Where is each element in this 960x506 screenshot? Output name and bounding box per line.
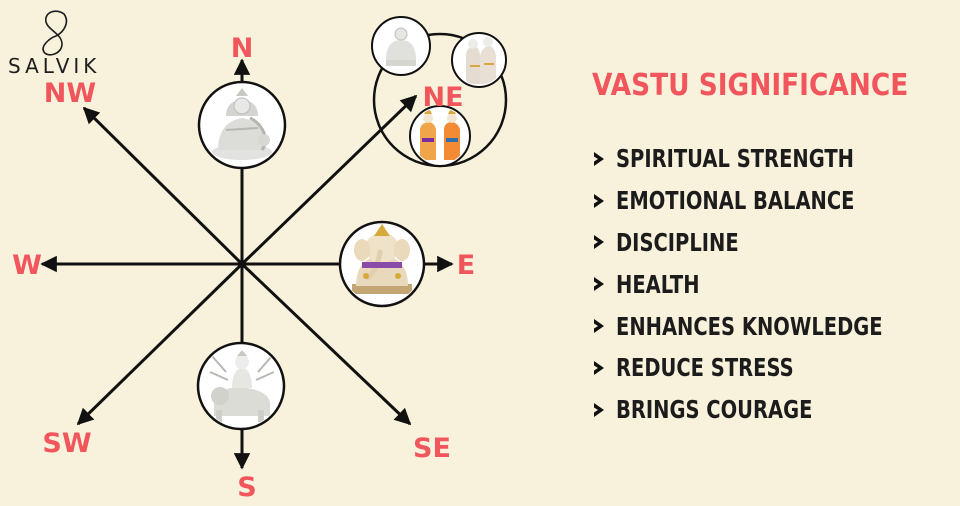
list-item: ENHANCES KNOWLEDGE xyxy=(592,305,958,347)
arrow-south-west xyxy=(76,262,244,426)
saraswati-idol-icon xyxy=(197,80,287,170)
benefit-list: SPIRITUAL STRENGTH EMOTIONAL BALANCE DIS… xyxy=(592,138,958,431)
list-item: EMOTIONAL BALANCE xyxy=(592,180,958,222)
list-item: HEALTH xyxy=(592,263,958,305)
direction-label-east: E xyxy=(457,250,475,281)
buddha-idol-icon xyxy=(371,16,431,76)
chevron-right-icon xyxy=(594,402,604,417)
list-item: REDUCE STRESS xyxy=(592,347,958,389)
benefit-label: SPIRITUAL STRENGTH xyxy=(616,144,854,174)
benefit-label: ENHANCES KNOWLEDGE xyxy=(616,311,883,341)
chevron-right-icon xyxy=(594,277,604,292)
brand-logo: SALVIK xyxy=(8,4,98,84)
direction-label-south-west: SW xyxy=(42,428,91,459)
chevron-right-icon xyxy=(594,193,604,208)
radha-krishna-idol-icon xyxy=(451,32,507,88)
brand-name: SALVIK xyxy=(8,54,101,78)
arrow-north-west xyxy=(82,106,244,266)
direction-label-west: W xyxy=(12,250,42,281)
script-s-logo-icon xyxy=(42,10,68,56)
list-item: BRINGS COURAGE xyxy=(592,389,958,431)
arrow-north-east xyxy=(240,94,418,266)
chevron-right-icon xyxy=(594,151,604,166)
direction-label-north-west: NW xyxy=(44,78,96,109)
panel-title: VASTU SIGNIFICANCE xyxy=(592,68,909,103)
durga-idol-icon xyxy=(196,341,286,431)
direction-label-north: N xyxy=(231,33,254,64)
benefit-label: BRINGS COURAGE xyxy=(616,395,813,425)
vastu-compass-diagram: N NE E SE S SW W NW xyxy=(12,16,508,503)
deity-pair-idol-icon xyxy=(409,105,471,167)
benefit-label: HEALTH xyxy=(616,269,700,299)
chevron-right-icon xyxy=(594,319,604,334)
ganesha-idol-icon xyxy=(338,220,426,308)
list-item: DISCIPLINE xyxy=(592,222,958,264)
benefit-label: EMOTIONAL BALANCE xyxy=(616,186,855,216)
chevron-right-icon xyxy=(594,235,604,250)
list-item: SPIRITUAL STRENGTH xyxy=(592,138,958,180)
direction-label-north-east: NE xyxy=(422,82,463,113)
benefit-label: REDUCE STRESS xyxy=(616,353,794,383)
chevron-right-icon xyxy=(594,360,604,375)
benefit-label: DISCIPLINE xyxy=(616,227,739,257)
direction-label-south: S xyxy=(237,472,256,503)
direction-label-south-east: SE xyxy=(413,433,451,464)
arrow-south-east xyxy=(240,262,412,426)
